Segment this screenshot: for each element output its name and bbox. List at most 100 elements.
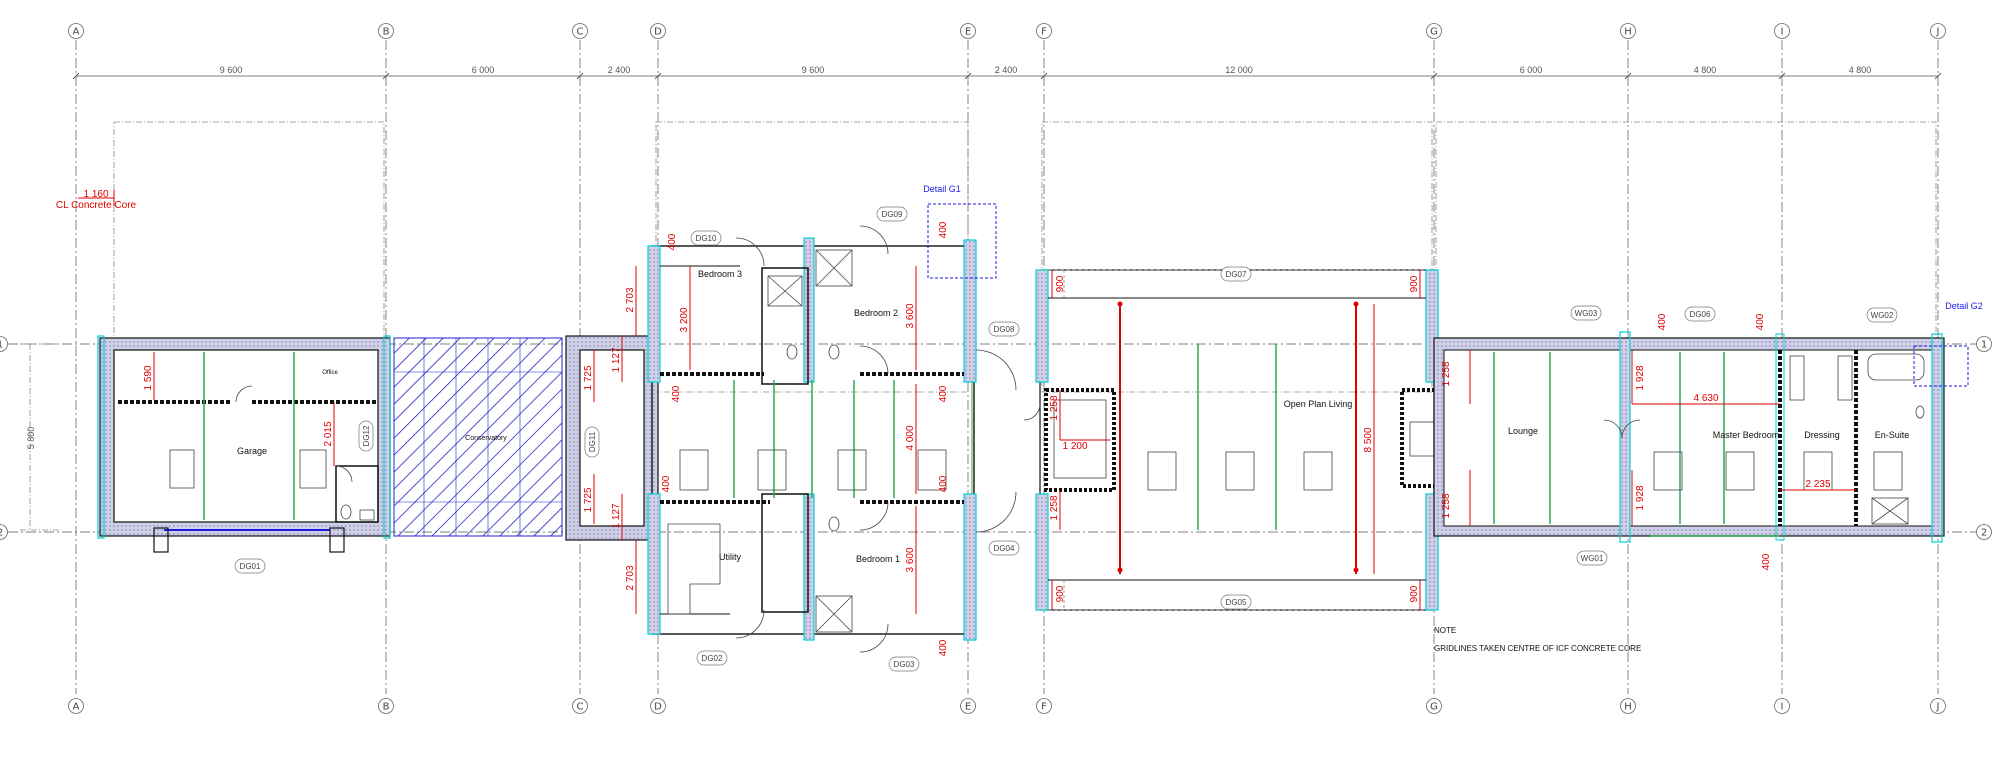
tag-label: DG11 bbox=[588, 431, 597, 452]
dim-1590: 1 590 bbox=[143, 365, 154, 390]
column-dimension-tick bbox=[72, 72, 80, 80]
living-block bbox=[1023, 269, 1458, 611]
tag-label: WG02 bbox=[1871, 311, 1894, 320]
dim-3600-top: 3 600 bbox=[905, 303, 916, 328]
grid-bubble-row-1 bbox=[0, 336, 8, 352]
grid-bubble-label-C: C bbox=[577, 702, 584, 713]
tag-label: DG09 bbox=[882, 210, 903, 219]
grid-bubble-row-2 bbox=[1976, 524, 1992, 540]
grid-bubble-I bbox=[1774, 698, 1790, 714]
room-open-plan-living: Open Plan Living bbox=[1284, 399, 1353, 409]
grid-bubble-label-C: C bbox=[577, 27, 584, 38]
tag-label: DG01 bbox=[240, 562, 261, 571]
room-lounge: Lounge bbox=[1508, 426, 1538, 436]
grid-bubble-label-F: F bbox=[1041, 27, 1047, 38]
column-dimension-tick bbox=[964, 72, 972, 80]
grid-bubble-label-J: J bbox=[1936, 27, 1940, 38]
dim-2703-bottom: 2 703 bbox=[625, 565, 636, 590]
grid-bubble-label-I: I bbox=[1781, 27, 1784, 38]
column-dimension-tick bbox=[1624, 72, 1632, 80]
dim-400-c: 400 bbox=[671, 385, 682, 402]
grid-bubble-D bbox=[650, 698, 666, 714]
row-dimension: 5 800 bbox=[26, 427, 36, 450]
dim-400-g: 400 bbox=[938, 639, 949, 656]
column-dimension-label: 6 000 bbox=[472, 65, 495, 75]
tag-dg01: DG01 bbox=[234, 558, 266, 574]
grid-bubble-E bbox=[960, 698, 976, 714]
grid-bubble-label-E: E bbox=[965, 27, 971, 38]
grid-bubble-label-B: B bbox=[383, 702, 390, 713]
room-dressing: Dressing bbox=[1804, 430, 1840, 440]
grid-bubble-row-label-1: 1 bbox=[0, 340, 3, 351]
detail-g2-label: Detail G2 bbox=[1945, 301, 1983, 311]
grid-bubble-A bbox=[68, 698, 84, 714]
tag-label: WG03 bbox=[1575, 309, 1598, 318]
tag-wg03: WG03 bbox=[1570, 305, 1602, 321]
column-dimension-tick bbox=[382, 72, 390, 80]
grid-bubble-label-I: I bbox=[1781, 702, 1784, 713]
column-dimension-label: 9 600 bbox=[802, 65, 825, 75]
grid-bubble-J bbox=[1930, 698, 1946, 714]
tag-dg07: DG07 bbox=[1220, 266, 1252, 282]
grid-bubble-label-H: H bbox=[1624, 702, 1632, 713]
grid-bubble-H bbox=[1620, 23, 1636, 39]
room-garage: Garage bbox=[237, 446, 267, 456]
tag-label: DG05 bbox=[1226, 598, 1247, 607]
tag-dg09: DG09 bbox=[876, 206, 908, 222]
tag-label: DG08 bbox=[994, 325, 1015, 334]
room-bedroom-2: Bedroom 2 bbox=[854, 308, 898, 318]
dim-400-d: 400 bbox=[938, 385, 949, 402]
conservatory-block bbox=[393, 337, 563, 537]
tag-label: DG07 bbox=[1226, 270, 1247, 279]
grid-bubble-label-G: G bbox=[1430, 702, 1438, 713]
tag-label: DG03 bbox=[894, 660, 915, 669]
room-conservatory: Conservatory bbox=[465, 435, 507, 442]
dim-1258-b: 1 258 bbox=[1049, 495, 1060, 520]
dim-400-i: 400 bbox=[1755, 313, 1766, 330]
grid-bubble-J bbox=[1930, 23, 1946, 39]
grid-bubble-F bbox=[1036, 698, 1052, 714]
tag-wg01: WG01 bbox=[1576, 550, 1608, 566]
room-office: Office bbox=[322, 370, 338, 376]
bedroom-wing bbox=[565, 203, 1017, 653]
dim-3600-bottom: 3 600 bbox=[905, 547, 916, 572]
detail-g1-label: Detail G1 bbox=[923, 184, 961, 194]
dim-8500: 8 500 bbox=[1363, 427, 1374, 452]
column-dimension-label: 6 000 bbox=[1520, 65, 1543, 75]
column-dimension-label: 12 000 bbox=[1225, 65, 1253, 75]
tag-label: DG04 bbox=[994, 544, 1015, 553]
dim-400-j: 400 bbox=[1761, 553, 1772, 570]
tag-label: DG12 bbox=[362, 425, 371, 446]
tag-label: DG06 bbox=[1690, 310, 1711, 319]
grid-bubble-C bbox=[572, 23, 588, 39]
dim-1200: 1 200 bbox=[1062, 441, 1087, 452]
dim-1725-bottom: 1 725 bbox=[583, 487, 594, 512]
tag-label: WG01 bbox=[1581, 554, 1604, 563]
column-dimension-tick bbox=[1934, 72, 1942, 80]
grid-bubble-G bbox=[1426, 23, 1442, 39]
dim-1928-b: 1 928 bbox=[1635, 485, 1646, 510]
grid-bubble-row-2 bbox=[0, 524, 8, 540]
dim-1258-c: 1 258 bbox=[1441, 361, 1452, 386]
dim-1928-a: 1 928 bbox=[1635, 365, 1646, 390]
dim-900-c: 900 bbox=[1055, 585, 1066, 602]
dim-400-e: 400 bbox=[661, 475, 672, 492]
garage-block bbox=[97, 335, 391, 553]
core-label: CL Concrete Core bbox=[56, 200, 137, 211]
grid-bubble-D bbox=[650, 23, 666, 39]
grid-bubble-row-1 bbox=[1976, 336, 1992, 352]
dim-400-b: 400 bbox=[938, 221, 949, 238]
note-text: GRIDLINES TAKEN CENTRE OF ICF CONCRETE C… bbox=[1434, 644, 1641, 653]
grid-bubble-label-F: F bbox=[1041, 702, 1047, 713]
grid-bubble-label-A: A bbox=[73, 27, 80, 38]
tag-dg05: DG05 bbox=[1220, 594, 1252, 610]
tag-dg02: DG02 bbox=[696, 650, 728, 666]
grid-bubble-row-label-2: 2 bbox=[1981, 528, 1987, 539]
grid-bubble-label-J: J bbox=[1936, 702, 1940, 713]
grid-bubble-A bbox=[68, 23, 84, 39]
core-annotation: 1 160 CL Concrete Core bbox=[56, 189, 137, 211]
grid-bubble-label-D: D bbox=[654, 27, 662, 38]
column-dimension-label: 2 400 bbox=[608, 65, 631, 75]
